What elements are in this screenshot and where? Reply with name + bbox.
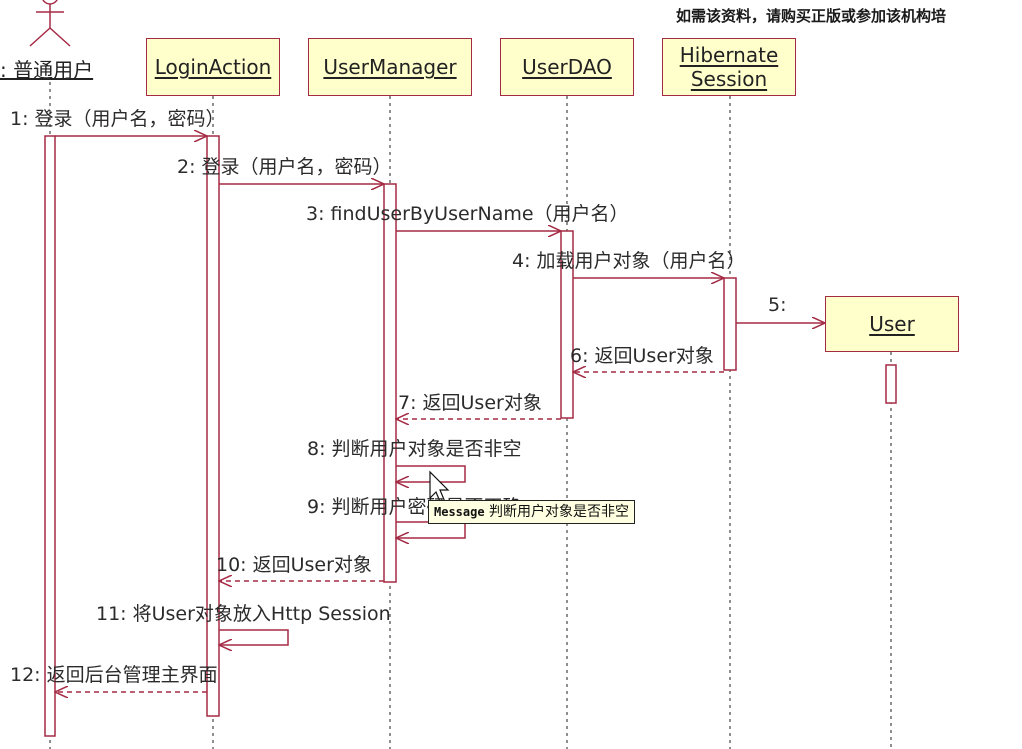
activation-user [885, 364, 897, 404]
object-user-manager[interactable]: UserManager [308, 38, 472, 96]
tooltip-keyword: Message [434, 505, 485, 519]
message-arrow-11 [219, 629, 289, 645]
object-hibernate-session-label: Hibernate Session [679, 43, 779, 91]
message-label-5: 5: [768, 294, 787, 316]
activation-hibernate-session [723, 277, 737, 371]
message-label-7: 7: 返回User对象 [398, 392, 542, 414]
tooltip-text: 判断用户对象是否非空 [489, 504, 630, 520]
object-login-action[interactable]: LoginAction [146, 38, 280, 96]
object-user-manager-label: UserManager [323, 55, 457, 79]
actor-label: : 普通用户 [0, 58, 94, 82]
activation-user-manager [383, 183, 397, 583]
message-label-1: 1: 登录（用户名，密码） [10, 108, 225, 130]
message-label-6: 6: 返回User对象 [570, 345, 714, 367]
message-label-8: 8: 判断用户对象是否非空 [307, 438, 522, 460]
object-login-action-label: LoginAction [154, 55, 272, 79]
message-label-12: 12: 返回后台管理主界面 [10, 664, 218, 686]
actor-icon[interactable] [29, 0, 71, 47]
message-label-3: 3: findUserByUserName（用户名） [306, 203, 629, 225]
message-label-11: 11: 将User对象放入Http Session [96, 603, 391, 625]
object-user[interactable]: User [825, 296, 959, 352]
banner-text: 如需该资料，请购买正版或参加该机构培 [660, 0, 1022, 32]
message-tooltip: Message 判断用户对象是否非空 [428, 500, 636, 524]
activation-user-dao [560, 230, 574, 419]
message-label-10: 10: 返回User对象 [216, 554, 372, 576]
activation-login-action [206, 135, 220, 717]
message-label-4: 4: 加载用户对象（用户名） [512, 250, 746, 272]
message-arrow-9 [396, 521, 466, 538]
activation-actor [44, 135, 56, 737]
object-hibernate-session[interactable]: Hibernate Session [662, 38, 796, 96]
object-user-dao[interactable]: UserDAO [500, 38, 634, 96]
object-user-label: User [869, 312, 915, 336]
object-user-dao-label: UserDAO [522, 55, 612, 79]
message-label-2: 2: 登录（用户名，密码） [177, 156, 392, 178]
